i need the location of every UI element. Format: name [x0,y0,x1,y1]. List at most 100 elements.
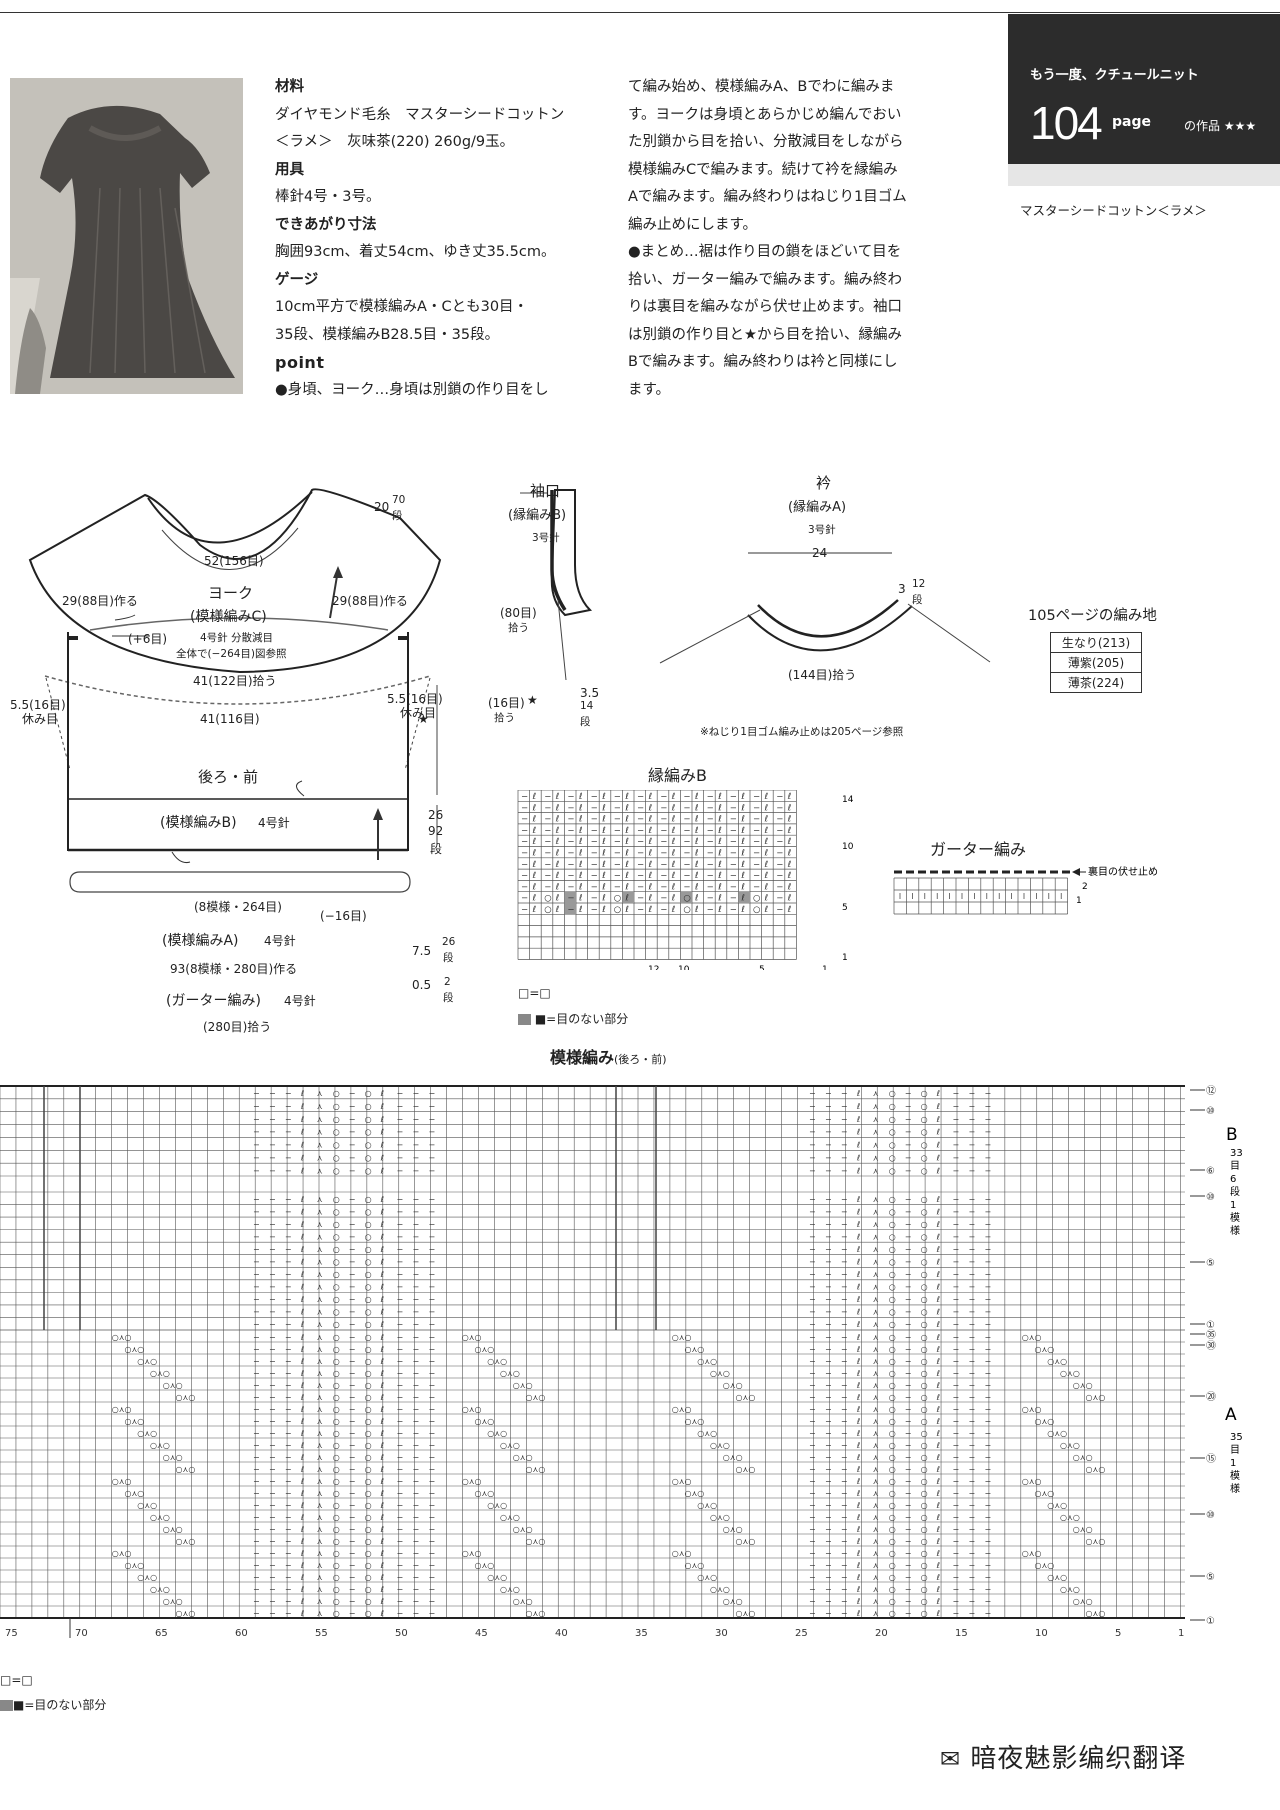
main-lace-symbol: ○⋏○ [1060,1441,1080,1450]
main-cable-symbol: ℓ [380,1549,384,1558]
main-cable-symbol: − [269,1258,276,1267]
main-cable-symbol: ○ [365,1102,372,1111]
main-cable-symbol: ⋏ [317,1549,323,1558]
main-cable-symbol: − [969,1320,976,1329]
main-cable-symbol: ○ [365,1089,372,1098]
main-cable-symbol: − [253,1208,260,1217]
main-cable-symbol: ℓ [300,1357,304,1366]
main-cable-symbol: ℓ [856,1465,860,1474]
main-cable-symbol: ○ [365,1537,372,1546]
main-cable-symbol: − [253,1245,260,1254]
main-cable-symbol: − [953,1258,960,1267]
main-cable-symbol: − [253,1166,260,1175]
main-cable-symbol: ○ [365,1141,372,1150]
edge-b-symbol: ℓ [740,803,745,813]
main-cable-symbol: − [825,1393,832,1402]
main-cable-symbol: ○ [333,1501,340,1510]
main-cable-symbol: ○ [889,1283,896,1292]
edge-b-symbol: ℓ [694,894,699,904]
main-cable-symbol: − [349,1089,356,1098]
main-cable-symbol: − [825,1115,832,1124]
main-cable-symbol: ℓ [936,1393,940,1402]
main-cable-symbol: ○ [889,1115,896,1124]
main-cable-symbol: ○ [921,1233,928,1242]
main-cable-symbol: − [953,1141,960,1150]
main-cable-symbol: − [905,1295,912,1304]
main-cable-symbol: ⋏ [873,1549,879,1558]
main-cable-symbol: − [969,1501,976,1510]
main-cable-symbol: ⋏ [317,1102,323,1111]
main-cable-symbol: ○ [921,1525,928,1534]
main-lace-symbol: ○⋏○ [697,1429,717,1438]
edge-b-symbol: ℓ [787,871,792,881]
edge-b-symbol: ○ [544,894,551,904]
main-cable-symbol: − [413,1141,420,1150]
instruction-line: ます。 [628,381,671,398]
main-cable-symbol: ⋏ [873,1128,879,1137]
main-cable-symbol: ⋏ [873,1357,879,1366]
main-cable-symbol: − [905,1537,912,1546]
main-cable-symbol: − [413,1513,420,1522]
main-cable-symbol: − [825,1429,832,1438]
main-cable-symbol: − [953,1115,960,1124]
main-cable-symbol: − [984,1549,991,1558]
main-cable-symbol: − [809,1573,816,1582]
main-cable-symbol: ℓ [300,1477,304,1486]
main-cable-symbol: ⋏ [317,1393,323,1402]
main-cable-symbol: − [809,1141,816,1150]
main-cable-symbol: − [413,1405,420,1414]
main-cable-symbol: − [984,1357,991,1366]
main-cable-symbol: − [253,1308,260,1317]
main-cable-symbol: − [969,1561,976,1570]
main-cable-symbol: ℓ [936,1369,940,1378]
main-lace-symbol: ○⋏○ [697,1357,717,1366]
main-cable-symbol: − [984,1128,991,1137]
main-cable-symbol: − [428,1195,435,1204]
main-cable-symbol: − [984,1441,991,1450]
edge-b-symbol: ℓ [764,803,769,813]
main-cable-symbol: − [809,1357,816,1366]
main-cable-symbol: ⋏ [873,1295,879,1304]
main-cable-symbol: − [905,1369,912,1378]
main-cable-symbol: − [953,1477,960,1486]
edge-b-symbol: − [637,860,644,870]
main-cable-symbol: ⋏ [873,1501,879,1510]
edge-b-symbol: ℓ [578,815,583,825]
edge-b-symbol: − [730,815,737,825]
main-cable-symbol: − [253,1525,260,1534]
main-cable-symbol: ℓ [300,1102,304,1111]
main-cable-symbol: − [285,1345,292,1354]
main-lace-symbol: ○⋏○ [1073,1453,1093,1462]
main-cable-symbol: − [349,1220,356,1229]
main-cable-symbol: ○ [921,1489,928,1498]
main-cable-symbol: − [841,1393,848,1402]
main-cable-symbol: ℓ [380,1195,384,1204]
edge-b-symbol: ℓ [717,871,722,881]
main-cable-symbol: ℓ [300,1585,304,1594]
main-cable-symbol: − [809,1405,816,1414]
main-cable-symbol: − [269,1381,276,1390]
main-cable-symbol: ○ [333,1609,340,1618]
row-mark: ① [1206,1616,1215,1627]
edge-b-symbol: − [660,826,667,836]
main-cable-symbol: − [349,1417,356,1426]
main-cable-symbol: ○ [889,1220,896,1229]
main-cable-symbol: − [428,1513,435,1522]
main-cable-symbol: − [428,1609,435,1618]
main-cable-symbol: − [841,1477,848,1486]
main-cable-symbol: − [969,1233,976,1242]
main-lace-symbol: ○⋏○ [176,1393,196,1402]
main-cable-symbol: − [397,1585,404,1594]
main-cable-symbol: ○ [921,1609,928,1618]
main-cable-symbol: − [397,1295,404,1304]
main-cable-symbol: ○ [921,1537,928,1546]
main-cable-symbol: − [413,1537,420,1546]
main-cable-symbol: − [841,1417,848,1426]
main-cable-symbol: − [413,1270,420,1279]
main-cable-symbol: − [969,1128,976,1137]
row-mark: ⑩ [1206,1192,1215,1203]
main-cable-symbol: − [413,1195,420,1204]
main-lace-symbol: ○⋏○ [1086,1465,1106,1474]
main-cable-symbol: − [825,1357,832,1366]
edge-b-symbol: − [637,882,644,892]
